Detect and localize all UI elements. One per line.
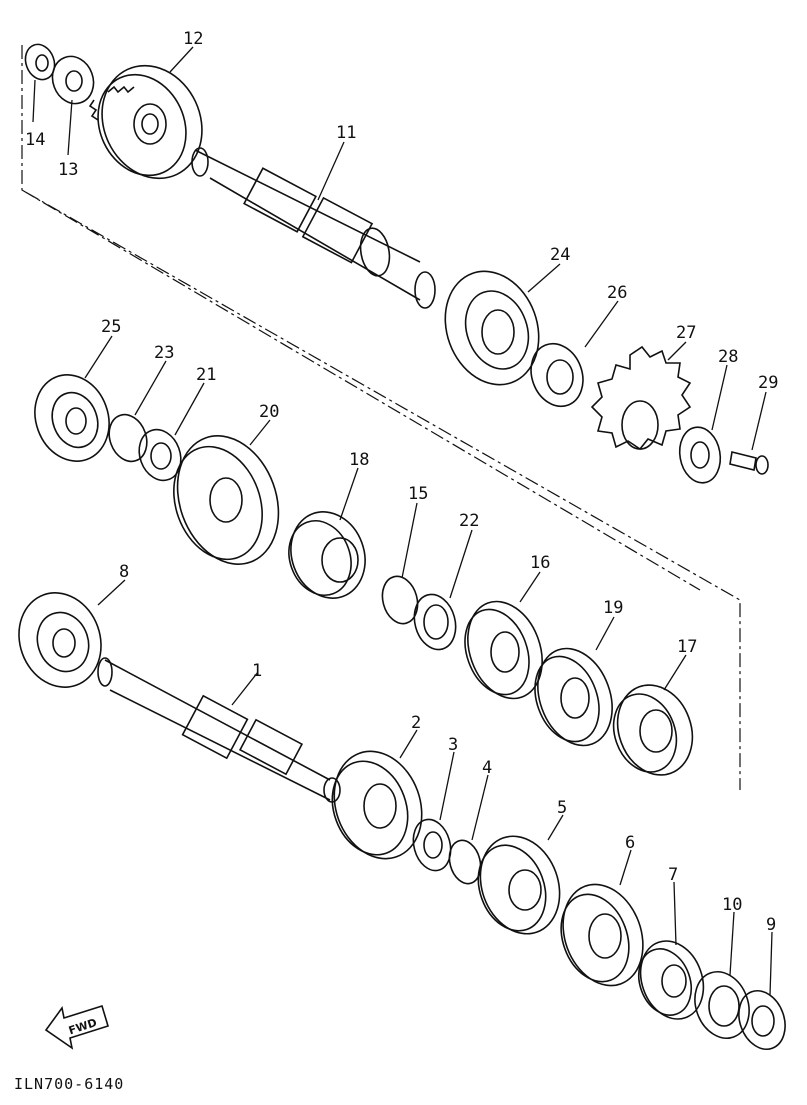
part-18-gear: [288, 511, 366, 599]
part-17-gear: [612, 684, 694, 776]
callout-15: 15: [408, 484, 428, 504]
callout-6: 6: [625, 833, 635, 853]
part-25-bearing: [34, 374, 110, 462]
callout-26: 26: [607, 283, 627, 303]
part-7-gear: [637, 940, 705, 1020]
callout-22: 22: [459, 511, 479, 531]
callout-23: 23: [154, 343, 174, 363]
callout-4: 4: [482, 758, 492, 778]
part-13-washer: [51, 55, 95, 105]
part-2-gear: [331, 750, 423, 860]
part-29-bolt: [729, 451, 769, 475]
part-20-gear: [173, 435, 280, 565]
callout-1: 1: [252, 661, 262, 681]
part-11-output-shaft: [191, 147, 436, 309]
part-10-bearing: [694, 971, 750, 1039]
part-1-main-axle: [97, 657, 341, 803]
part-19-gear: [534, 647, 613, 747]
part-14-circlip: [24, 43, 56, 81]
assembly-boundary: [21, 45, 741, 790]
diagram-code: ILN700-6140: [14, 1075, 124, 1093]
callout-20: 20: [259, 402, 279, 422]
callout-3: 3: [448, 735, 458, 755]
part-28-lock-washer: [678, 426, 722, 484]
callout-13: 13: [58, 160, 78, 180]
callout-27: 27: [676, 323, 696, 343]
part-8-bearing: [18, 592, 102, 688]
callout-5: 5: [557, 798, 567, 818]
part-26-oil-seal: [530, 342, 584, 408]
callout-21: 21: [196, 365, 216, 385]
part-22-washer: [413, 593, 457, 651]
part-23-circlip: [108, 413, 148, 463]
callout-11: 11: [336, 123, 356, 143]
callout-25: 25: [101, 317, 121, 337]
callout-14: 14: [25, 130, 45, 150]
leader-lines: [32, 46, 773, 996]
part-3-washer: [412, 818, 452, 872]
callout-18: 18: [349, 450, 369, 470]
callout-29: 29: [758, 373, 778, 393]
callout-8: 8: [119, 562, 129, 582]
callout-numbers: 14 13 12 11 24 26 27 28 29 25 23 21 20 1…: [25, 29, 778, 935]
callout-7: 7: [668, 865, 678, 885]
callout-16: 16: [530, 553, 550, 573]
callout-24: 24: [550, 245, 570, 265]
callout-17: 17: [677, 637, 697, 657]
part-15-circlip: [381, 575, 419, 625]
part-4-circlip: [448, 839, 482, 885]
part-9-collar: [738, 990, 786, 1050]
part-16-gear: [464, 600, 543, 700]
callout-12: 12: [183, 29, 203, 49]
part-21-washer: [138, 428, 182, 482]
callout-19: 19: [603, 598, 623, 618]
callout-28: 28: [718, 347, 738, 367]
part-27-drive-sprocket: [590, 345, 692, 451]
callout-9: 9: [766, 915, 776, 935]
callout-2: 2: [411, 713, 421, 733]
part-6-gear: [560, 883, 644, 987]
part-12-gear: [88, 64, 203, 180]
callout-10: 10: [722, 895, 742, 915]
part-5-gear: [477, 835, 561, 935]
forward-arrow-icon: FWD: [44, 1004, 109, 1050]
part-24-bearing: [444, 270, 540, 386]
